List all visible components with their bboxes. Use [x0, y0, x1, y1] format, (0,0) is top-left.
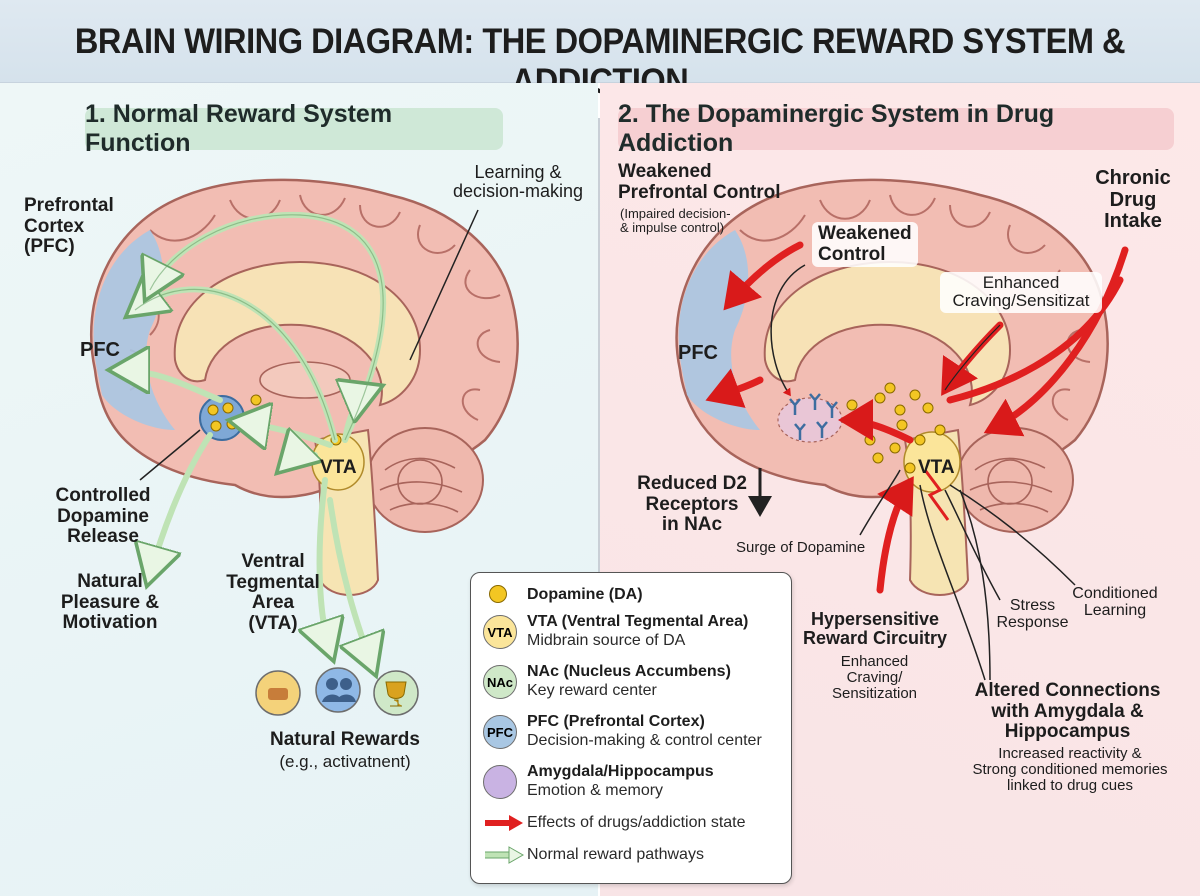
vta-icon: VTA	[483, 615, 517, 649]
green-arrow-icon	[485, 846, 525, 864]
label-stress-response: Stress Response	[996, 597, 1069, 632]
d2-receptors	[789, 393, 838, 440]
label-altered-sub: Increased reactivity & Strong conditione…	[972, 745, 1168, 795]
legend: Dopamine (DA) VTA VTA (Ventral Tegmental…	[470, 572, 792, 884]
label-enhanced-craving: Enhanced Craving/Sensitizat	[940, 272, 1102, 313]
right-cerebellum	[956, 427, 1074, 533]
panel-divider	[598, 118, 600, 878]
label-altered-connections: Altered Connections with Amygdala & Hipp…	[974, 680, 1161, 743]
label-natural-pleasure: Natural Pleasure & Motivation	[60, 571, 160, 634]
right-nac-node	[777, 397, 843, 443]
diagram-title: BRAIN WIRING DIAGRAM: THE DOPAMINERGIC R…	[74, 22, 1126, 101]
label-hypersensitive-sub: Enhanced Craving/ Sensitization	[831, 653, 918, 703]
label-conditioned-learning: Conditioned Learning	[1072, 585, 1158, 620]
social-reward-icon	[315, 667, 361, 713]
pfc-icon: PFC	[483, 715, 517, 749]
label-learning-decision: Learning & decision-making	[452, 162, 584, 202]
label-natural-rewards: Natural Rewards	[270, 729, 420, 750]
amygdala-icon	[483, 765, 517, 799]
left-cerebellum	[366, 427, 484, 533]
label-reduced-d2: Reduced D2 Receptors in NAc	[637, 473, 747, 536]
label-weakened-pfc-sub: (Impaired decision- & impulse control)	[620, 206, 731, 236]
legend-item-normal-pathways: Normal reward pathways	[483, 843, 783, 867]
nac-icon: NAc	[483, 665, 517, 699]
red-arrow-icon	[485, 815, 523, 831]
label-natural-rewards-sub: (e.g., activatnent)	[279, 752, 411, 771]
legend-item-dopamine: Dopamine (DA)	[483, 581, 783, 607]
lightning-icon	[923, 469, 950, 521]
label-chronic-drug-intake: Chronic Drug Intake	[1095, 167, 1171, 233]
left-brain	[90, 178, 519, 716]
label-pfc-right: PFC	[678, 342, 718, 364]
label-vta-left: VTA	[320, 457, 357, 478]
label-controlled-dopamine: Controlled Dopamine Release	[55, 485, 151, 548]
label-dopamine-surge: Surge of Dopamine	[736, 539, 866, 556]
label-hypersensitive: Hypersensitive Reward Circuitry	[802, 609, 948, 649]
legend-item-drug-effects: Effects of drugs/addiction state	[483, 811, 783, 835]
legend-item-pfc: PFC PFC (Prefrontal Cortex) Decision-mak…	[483, 711, 783, 757]
legend-item-nac: NAc NAc (Nucleus Accumbens) Key reward c…	[483, 661, 783, 707]
dopamine-dot-icon	[489, 585, 507, 603]
legend-item-vta: VTA VTA (Ventral Tegmental Area) Midbrai…	[483, 611, 783, 657]
label-vta-right: VTA	[918, 457, 955, 478]
label-pfc-left: PFC	[80, 339, 120, 361]
title-bar: BRAIN WIRING DIAGRAM: THE DOPAMINERGIC R…	[0, 0, 1200, 101]
label-vta-full: Ventral Tegmental Area (VTA)	[226, 551, 320, 634]
label-weakened-pfc: Weakened Prefrontal Control	[618, 161, 781, 203]
label-prefrontal-cortex: Prefrontal Cortex (PFC)	[24, 195, 114, 258]
right-drug-arrows	[705, 241, 1129, 594]
legend-item-amygdala: Amygdala/Hippocampus Emotion & memory	[483, 761, 783, 807]
left-nac-node	[199, 395, 245, 441]
right-vta-node	[903, 431, 961, 493]
label-weakened-control: Weakened Control	[812, 222, 918, 268]
right-brain	[675, 178, 1129, 681]
